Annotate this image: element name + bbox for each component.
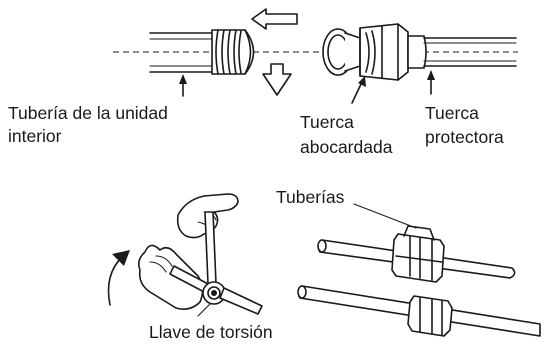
pipes-assembly <box>297 203 541 337</box>
arrow-left-icon <box>251 8 298 30</box>
arrow-down-icon <box>262 63 292 96</box>
flare-nut <box>322 23 427 81</box>
wrench-pipe <box>219 287 263 315</box>
flare-nut-label-line2: abocardada <box>300 137 393 157</box>
indoor-pipe-label-line2: interior <box>8 126 62 146</box>
protective-nut-label-line1: Tuerca <box>425 103 479 123</box>
upper-pipe <box>317 225 516 283</box>
indoor-unit-pipe <box>149 29 255 75</box>
indoor-pipe-label-line1: Tubería de la unidad <box>8 103 168 123</box>
torque-wrench-label: Llave de torsión <box>149 322 273 342</box>
wrench-assembly <box>107 193 263 317</box>
torque-wrench-leader <box>197 303 211 317</box>
outdoor-pipe <box>423 37 517 67</box>
protective-nut-leader <box>427 70 435 95</box>
protective-nut-label-line2: protectora <box>425 127 504 147</box>
top-assembly <box>113 8 518 104</box>
lower-pipe <box>297 285 541 337</box>
flare-nut-label-line1: Tuerca <box>300 112 354 132</box>
pipes-leader <box>353 203 417 229</box>
lower-hand <box>138 244 204 310</box>
pipes-label: Tuberías <box>276 187 345 207</box>
flare-nut-leader <box>351 76 366 104</box>
rotation-arrow-icon <box>107 256 123 306</box>
indoor-pipe-leader <box>179 74 187 97</box>
